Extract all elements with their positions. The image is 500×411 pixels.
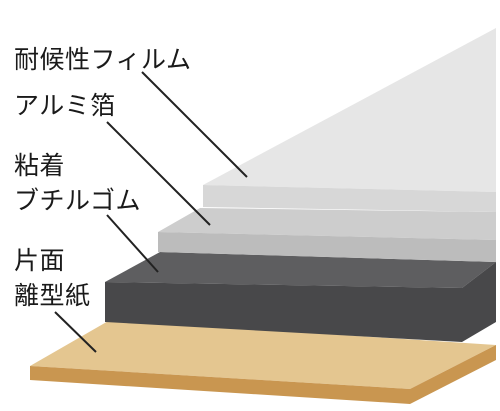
label-single-sided: 片面 <box>14 246 66 275</box>
leader-line-rubber <box>106 214 159 273</box>
release-paper-side <box>410 345 496 404</box>
label-release-paper: 離型紙 <box>14 281 91 310</box>
aluminum-foil-top <box>158 208 496 240</box>
leader-line-film <box>141 71 248 178</box>
weather-film-top <box>203 28 496 192</box>
label-adhesive: 粘着 <box>14 151 66 180</box>
leader-line-foil <box>106 121 211 226</box>
release-paper-top <box>30 320 496 389</box>
weather-film-front <box>203 185 496 212</box>
label-weather-film: 耐候性フィルム <box>14 45 192 74</box>
label-aluminum-foil: アルミ箔 <box>14 91 116 120</box>
butyl-rubber-front <box>105 282 462 342</box>
release-paper-front <box>30 366 410 404</box>
aluminum-foil-front <box>158 232 496 262</box>
label-butyl-rubber: ブチルゴム <box>14 186 142 215</box>
butyl-rubber-top <box>105 252 496 288</box>
butyl-rubber-side <box>462 262 496 342</box>
leader-line-paper <box>54 311 97 353</box>
